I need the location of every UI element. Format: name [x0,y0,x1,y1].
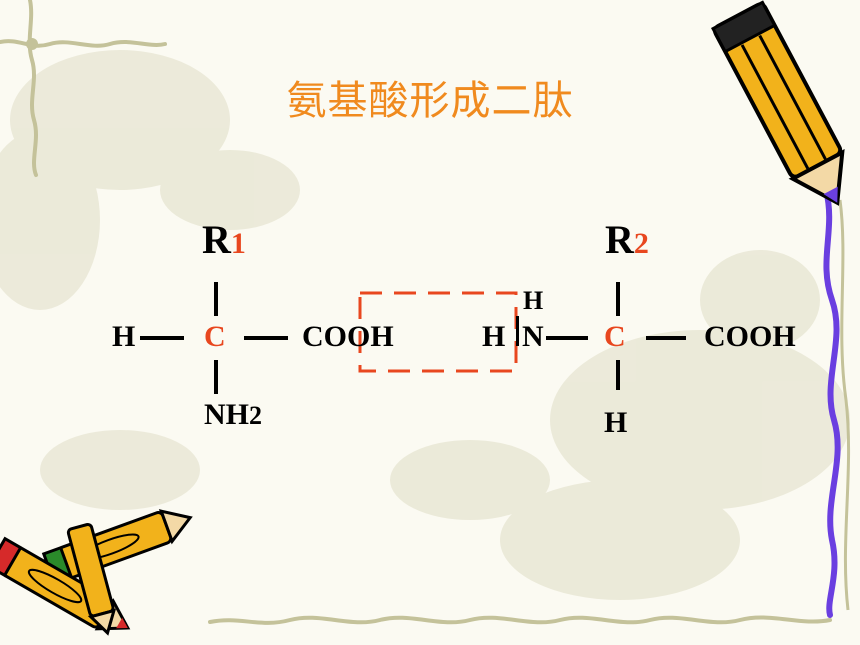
bond-r2-c [616,282,620,316]
ribbon-right [823,187,841,618]
bond-n-h [516,316,519,346]
vine-frame-right [838,199,851,611]
leaf-watermark [0,50,850,600]
aa2-carboxyl: COOH [704,320,796,353]
aa2-alpha-carbon: C [604,320,626,353]
bond-c2-h [616,360,620,390]
aa2-h-bottom: H [604,406,628,439]
bond-c2-cooh [646,336,686,340]
bond-h-c1 [140,336,184,340]
pencil-icon-bottom-left-3 [66,522,117,636]
aa2-amino-h-left: H [482,320,506,353]
bond-r1-c [214,282,218,316]
aa1-carboxyl: COOH [302,320,394,353]
bond-n-c2 [546,336,588,340]
r1-group: R1 [202,217,246,262]
aa1-h-left: H [112,320,136,353]
slide-title: 氨基酸形成二肽 [286,78,574,124]
vine-frame-top [0,0,167,177]
aa1-alpha-carbon: C [204,320,226,353]
aa2-amino-n: N [522,320,544,353]
aa1-amino-group: NH2 [204,398,262,431]
aa2-amino-h-top: H [523,286,544,315]
vine-frame-bottom [208,615,832,625]
pencil-icon-bottom-left-1 [41,509,193,586]
bond-c1-cooh [244,336,288,340]
r2-group: R2 [605,217,649,262]
bond-c1-nh2 [214,360,218,394]
dehydration-highlight-box [358,291,518,373]
pencil-icon-top-right [710,0,845,206]
